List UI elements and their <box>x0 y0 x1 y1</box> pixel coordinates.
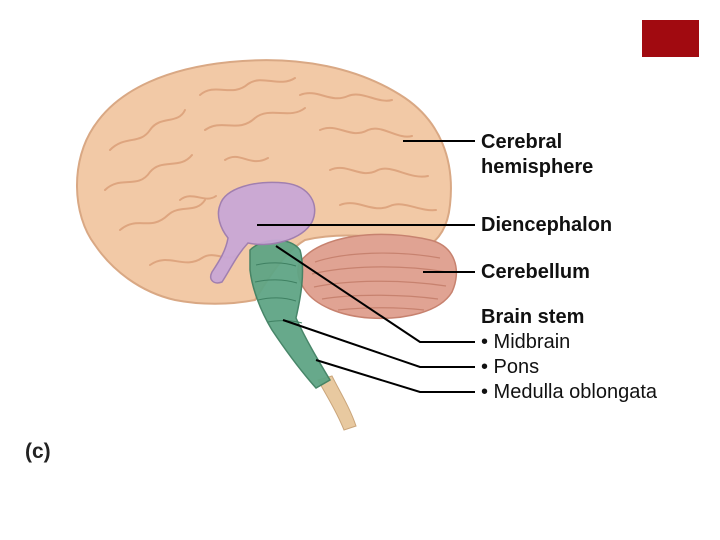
label-cerebral-line1: Cerebral <box>481 131 562 153</box>
label-cerebral-line2: hemisphere <box>481 156 593 178</box>
label-cerebral-hemisphere: Cerebral hemisphere <box>481 130 593 180</box>
label-midbrain: • Midbrain <box>481 330 570 355</box>
panel-letter: (c) <box>25 440 51 464</box>
label-pons: • Pons <box>481 355 539 380</box>
label-diencephalon: Diencephalon <box>481 213 612 238</box>
label-cerebellum: Cerebellum <box>481 260 590 285</box>
label-brain-stem: Brain stem <box>481 305 584 330</box>
label-medulla-oblongata: • Medulla oblongata <box>481 380 657 405</box>
leader-line-medulla <box>316 360 475 392</box>
